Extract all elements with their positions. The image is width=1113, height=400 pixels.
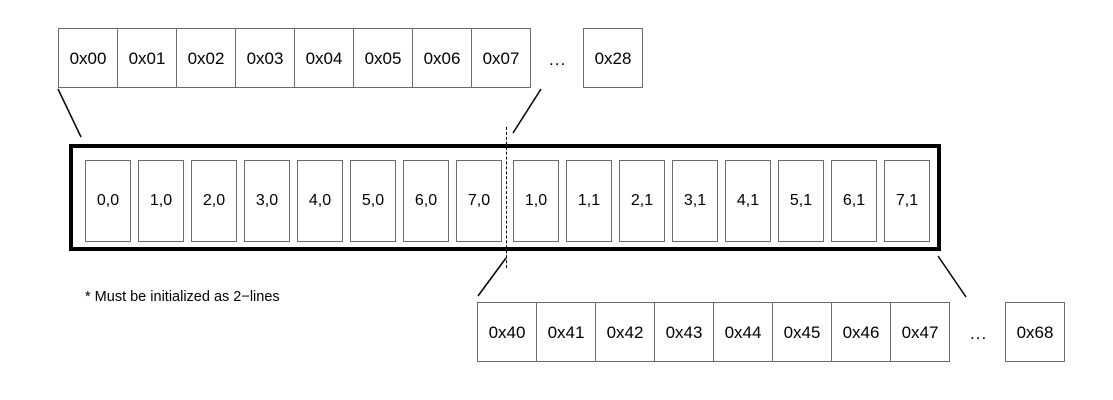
buffer-cell: 4,0 [297, 160, 343, 242]
address-cell: 0x42 [595, 302, 655, 362]
line-split-marker [506, 127, 507, 268]
buffer-cell: 0,0 [85, 160, 131, 242]
buffer-cell: 7,0 [456, 160, 502, 242]
address-cell-last: 0x28 [583, 28, 643, 88]
address-cell: 0x41 [536, 302, 596, 362]
bottom-row-ellipsis: ... [970, 324, 988, 343]
address-cell: 0x46 [831, 302, 891, 362]
buffer-cell: 4,1 [725, 160, 771, 242]
address-cell: 0x02 [176, 28, 236, 88]
buffer-cell: 3,0 [244, 160, 290, 242]
buffer-cell: 6,1 [831, 160, 877, 242]
buffer-cell: 1,0 [138, 160, 184, 242]
address-cell: 0x04 [294, 28, 354, 88]
buffer-cell: 5,0 [350, 160, 396, 242]
address-cell: 0x44 [713, 302, 773, 362]
address-cell: 0x07 [471, 28, 531, 88]
buffer-cell: 7,1 [884, 160, 930, 242]
footnote-text: * Must be initialized as 2−lines [85, 289, 280, 305]
buffer-cell: 1,1 [566, 160, 612, 242]
address-cell-last: 0x68 [1005, 302, 1065, 362]
address-cell: 0x03 [235, 28, 295, 88]
buffer-cell: 1,0 [513, 160, 559, 242]
buffer-cell: 6,0 [403, 160, 449, 242]
buffer-cell: 2,0 [191, 160, 237, 242]
buffer-cell: 3,1 [672, 160, 718, 242]
address-cell: 0x06 [412, 28, 472, 88]
address-cell: 0x00 [58, 28, 118, 88]
top-row-ellipsis: ... [549, 50, 567, 69]
address-cell: 0x43 [654, 302, 714, 362]
buffer-cell: 5,1 [778, 160, 824, 242]
address-cell: 0x05 [353, 28, 413, 88]
address-cell: 0x40 [477, 302, 537, 362]
address-cell: 0x45 [772, 302, 832, 362]
buffer-cell: 2,1 [619, 160, 665, 242]
address-cell: 0x47 [890, 302, 950, 362]
